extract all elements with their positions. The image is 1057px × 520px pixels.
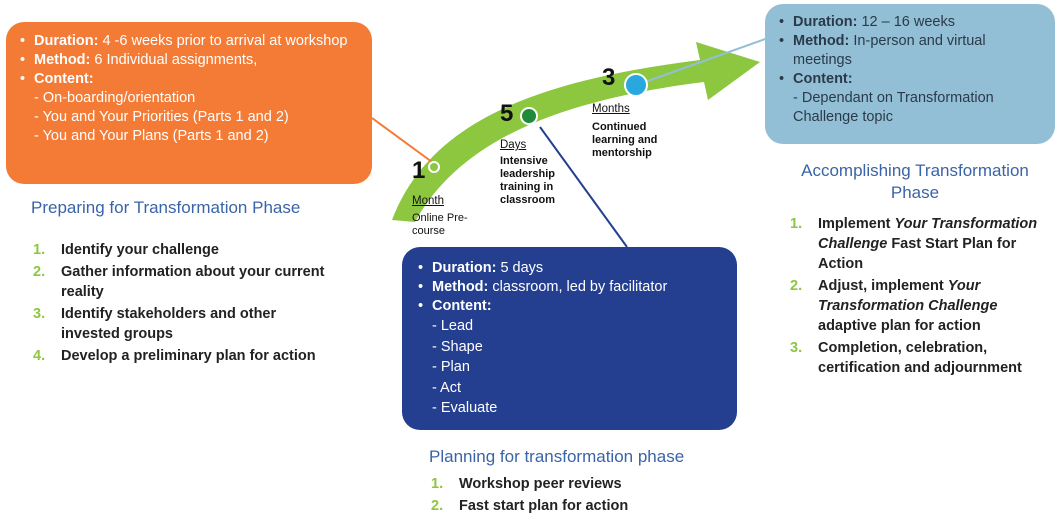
duration-label: Duration: xyxy=(34,33,99,49)
timeline-arrow xyxy=(392,42,760,222)
method-label: Method: xyxy=(793,33,850,49)
duration-label: Duration: xyxy=(432,260,497,276)
milestone-description: Online Pre-course xyxy=(412,212,468,237)
list-item: 2.Adjust, implement Your Transformation … xyxy=(790,278,998,334)
list-item: 3.Identify stakeholders and other invest… xyxy=(33,306,277,342)
milestone-number: 5 xyxy=(500,100,514,127)
planning-steps-list: 1.Workshop peer reviews 2.Fast start pla… xyxy=(431,474,751,518)
duration-value: 5 days xyxy=(496,260,544,276)
connector-line-blue xyxy=(644,37,769,83)
preparing-details-box: Duration: 4 -6 weeks prior to arrival at… xyxy=(6,22,372,184)
content-item: - Evaluate xyxy=(432,400,498,416)
milestone-description: Intensive leadership training in classro… xyxy=(500,155,556,206)
milestone-dot-5 xyxy=(520,107,538,125)
preparing-steps-list: 1.Identify your challenge 2.Gather infor… xyxy=(33,240,333,368)
content-label: Content: xyxy=(432,298,492,314)
list-item: 1.Identify your challenge xyxy=(33,242,219,258)
content-item: - Shape xyxy=(432,338,483,355)
content-item: - Plan xyxy=(432,359,470,375)
duration-value: 12 – 16 weeks xyxy=(857,14,955,30)
duration-label: Duration: xyxy=(793,14,858,30)
milestone-unit: Month xyxy=(412,195,444,207)
accomplishing-phase-title: Accomplishing Transformation Phase xyxy=(801,161,1029,202)
accomplishing-details-box: Duration: 12 – 16 weeks Method: In-perso… xyxy=(765,4,1055,144)
list-item: 1.Implement Your Transformation Challeng… xyxy=(790,216,1038,272)
method-label: Method: xyxy=(432,279,489,295)
milestone-dot-3 xyxy=(624,73,648,97)
preparing-phase-title: Preparing for Transformation Phase xyxy=(31,198,301,217)
accomplishing-steps-list: 1.Implement Your Transformation Challeng… xyxy=(790,214,1056,380)
content-item: - On-boarding/orientation xyxy=(34,90,196,106)
milestone-dot-1 xyxy=(428,161,440,173)
connector-line-orange xyxy=(371,117,433,163)
method-value: In-person and virtual meetings xyxy=(793,33,986,68)
method-value: 6 Individual assignments, xyxy=(90,52,258,68)
content-item: - Lead xyxy=(432,318,474,334)
method-label: Method: xyxy=(34,52,91,68)
list-item: 3.Completion, celebration, certification… xyxy=(790,340,1022,376)
planning-phase-title: Planning for transformation phase xyxy=(429,447,685,466)
list-item: 1.Workshop peer reviews xyxy=(431,476,622,492)
duration-value: 4 -6 weeks prior to arrival at workshop xyxy=(98,33,348,49)
list-item: 2.Fast start plan for action xyxy=(431,498,629,514)
milestone-number: 3 xyxy=(602,64,616,91)
content-item: - Dependant on Transformation Challenge … xyxy=(793,90,994,125)
milestone-number: 1 xyxy=(412,157,426,184)
list-item: 2.Gather information about your current … xyxy=(33,264,325,300)
connector-line-navy xyxy=(539,126,628,248)
list-item: 4.Develop a preliminary plan for action xyxy=(33,348,316,364)
method-value: classroom, led by facilitator xyxy=(488,279,668,295)
content-item: - Act xyxy=(432,379,462,396)
content-label: Content: xyxy=(793,71,853,87)
content-item: - You and Your Plans (Parts 1 and 2) xyxy=(34,128,269,144)
content-item: - You and Your Priorities (Parts 1 and 2… xyxy=(34,109,289,125)
planning-details-box: Duration: 5 days Method: classroom, led … xyxy=(402,247,737,430)
milestone-description: Continued learning and mentorship xyxy=(592,121,658,159)
milestone-unit: Days xyxy=(500,139,527,151)
content-label: Content: xyxy=(34,71,94,87)
milestone-unit: Months xyxy=(592,103,630,115)
